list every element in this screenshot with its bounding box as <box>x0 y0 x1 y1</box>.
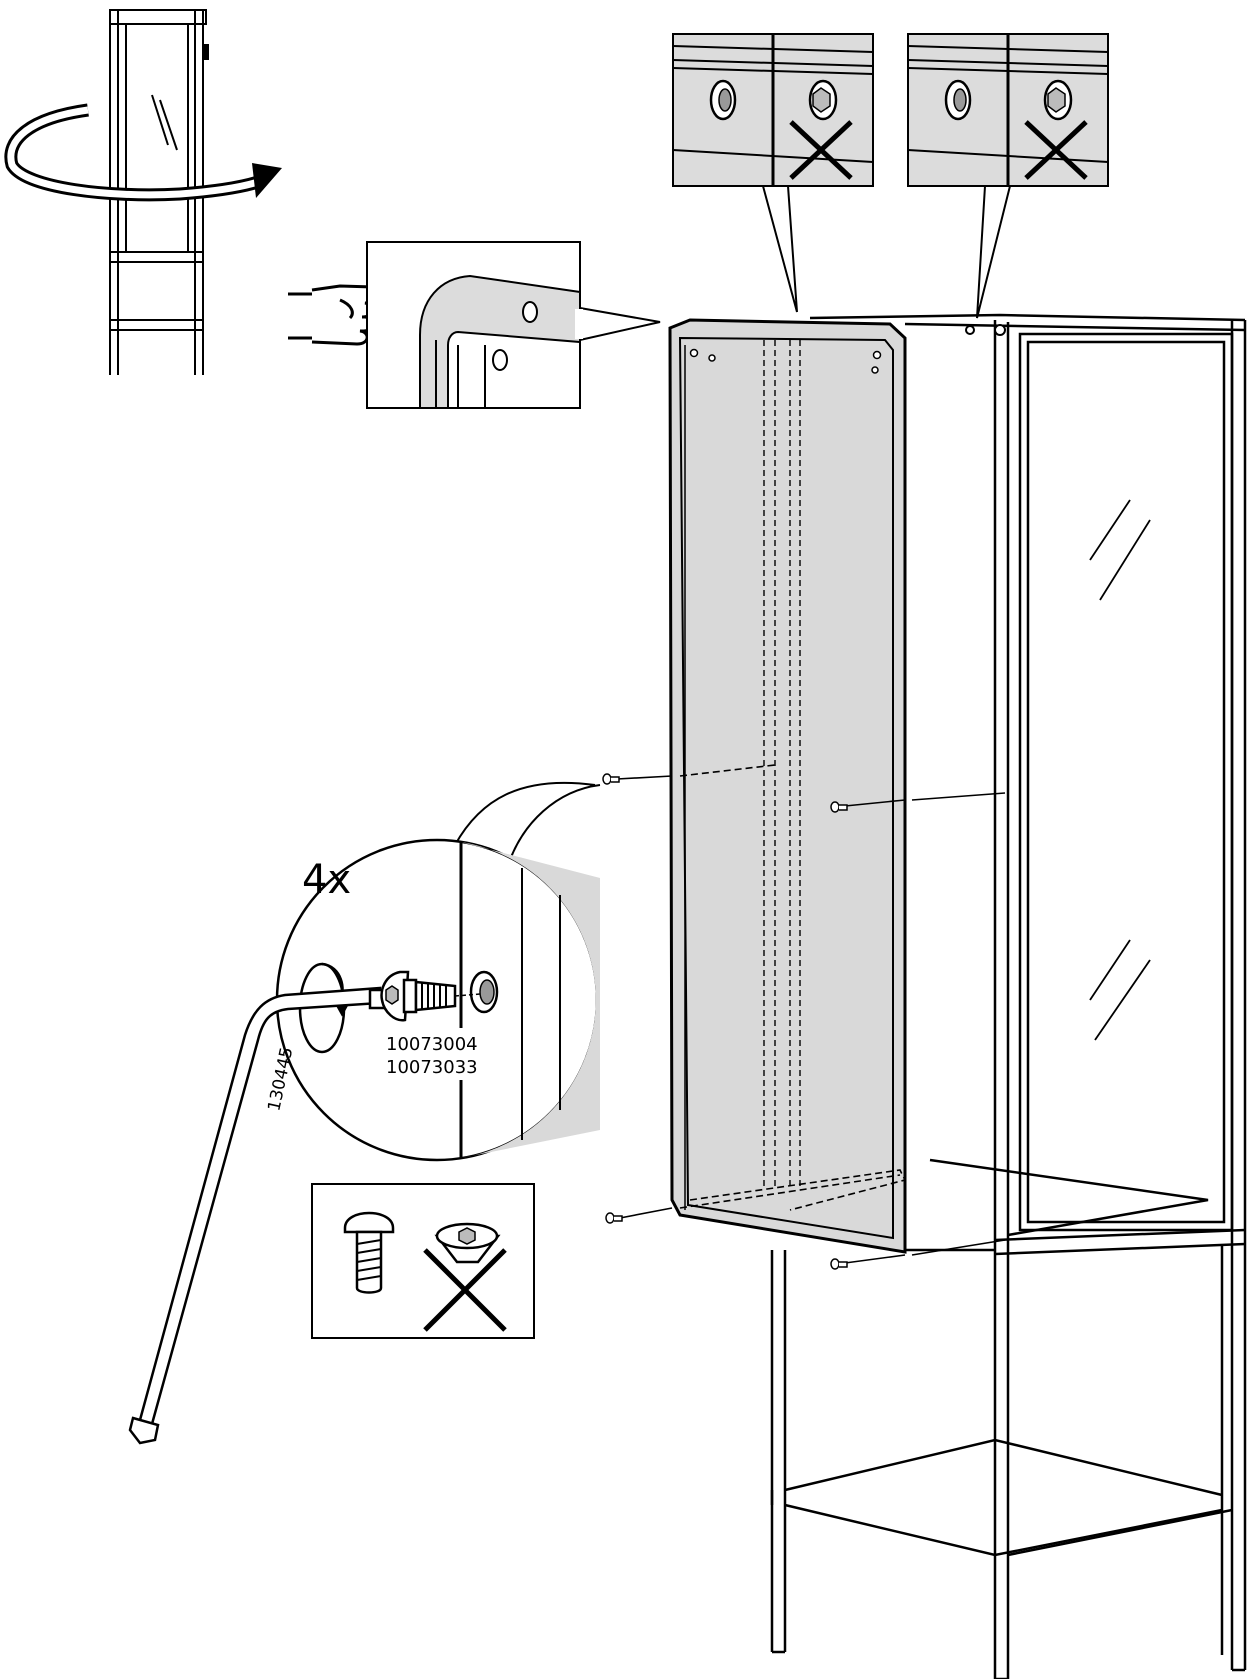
top-inset-right-pair <box>907 33 1109 187</box>
screw-insertion-guides <box>616 764 1006 1264</box>
wrong-cross-icon <box>423 1248 507 1332</box>
screw-icon <box>380 970 481 1022</box>
part-number-labels: 4x 10073004 10073033 130445 <box>264 857 485 1113</box>
screw-part-number-1: 10073004 <box>386 1034 478 1055</box>
top-inset-left-pair <box>672 33 874 187</box>
wrong-cross-icon <box>1024 120 1088 180</box>
cabinet-thumbnail <box>109 9 209 375</box>
top-inset-pointers <box>762 185 1011 319</box>
cabinet-frame <box>770 313 1247 1679</box>
screw-comparison-box <box>311 1183 535 1339</box>
screw-icon <box>602 773 848 1270</box>
wrong-cross-icon <box>789 120 853 180</box>
glass-reflection-marks <box>1089 499 1151 1041</box>
corner-detail-callout <box>366 241 661 409</box>
back-panel <box>668 318 907 1254</box>
screw-part-number-2: 10073033 <box>386 1057 478 1078</box>
cabinet-top-screw-holes <box>965 324 1006 336</box>
screw-detail-magnifier <box>275 781 601 1162</box>
quantity-label: 4x <box>302 857 351 903</box>
allen-key-part-number: 130445 <box>264 1045 297 1113</box>
rotate-arrow-icon <box>4 103 282 202</box>
